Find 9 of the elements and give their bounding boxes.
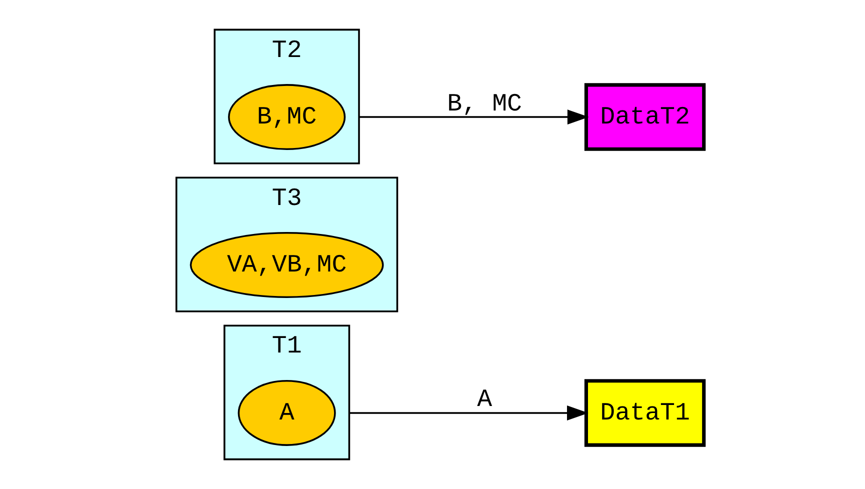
node-ellipse: B,MC xyxy=(228,84,346,150)
node-box: DataT2 xyxy=(584,83,706,151)
node-box: DataT1 xyxy=(584,379,706,447)
node-ellipse: A xyxy=(237,380,336,446)
arrow xyxy=(358,110,588,125)
edge-label: B, MC xyxy=(446,90,522,118)
arrow xyxy=(348,405,588,420)
edge-label: A xyxy=(476,386,492,414)
node-ellipse: VA,VB,MC xyxy=(189,232,384,298)
